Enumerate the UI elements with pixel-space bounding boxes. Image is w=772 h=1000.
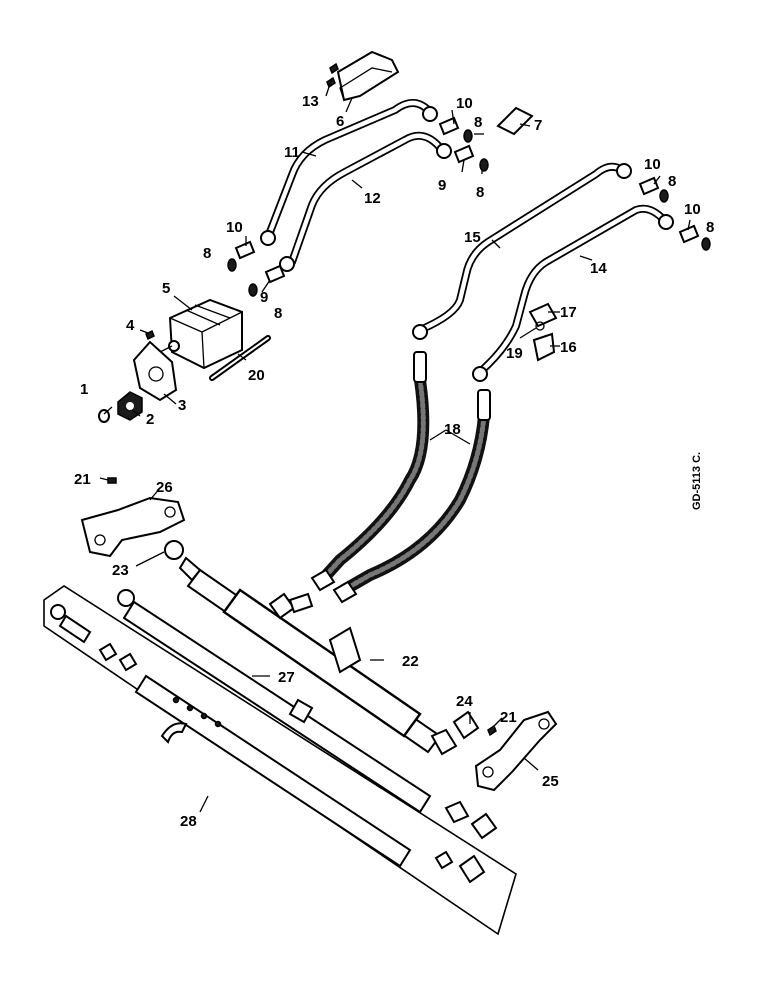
callout-7: 7 [534, 117, 542, 134]
callouts: 1 2 3 4 5 6 7 8 8 8 8 8 8 9 9 10 10 10 1… [74, 93, 714, 830]
callout-12: 12 [364, 190, 381, 207]
drawing-code: GD-5113 C. [691, 452, 703, 510]
callout-10: 10 [226, 219, 243, 236]
callout-4: 4 [126, 317, 135, 334]
callout-8: 8 [203, 245, 211, 262]
callout-16: 16 [560, 339, 577, 356]
hydraulic-cylinder [164, 540, 480, 756]
pipe-11 [260, 99, 438, 246]
union-fittings-lower [227, 240, 286, 297]
steering-arm-right [474, 710, 558, 792]
callout-25: 25 [542, 773, 559, 790]
callout-17: 17 [560, 304, 577, 321]
callout-21: 21 [500, 709, 517, 726]
callout-14: 14 [590, 260, 607, 277]
callout-18: 18 [444, 421, 461, 438]
callout-11: 11 [284, 144, 300, 161]
callout-28: 28 [180, 813, 197, 830]
callout-19: 19 [506, 345, 523, 362]
callout-26: 26 [156, 479, 173, 496]
union-fittings-right [638, 176, 711, 251]
callout-8: 8 [706, 219, 714, 236]
callout-22: 22 [402, 653, 419, 670]
callout-1: 1 [80, 381, 88, 398]
top-bracket [336, 50, 400, 102]
tie-rod [117, 589, 498, 840]
drive-shaft [209, 335, 271, 381]
callout-27: 27 [278, 669, 295, 686]
washer [98, 409, 110, 423]
kit-box [43, 585, 517, 936]
callout-8: 8 [668, 173, 676, 190]
callout-21: 21 [74, 471, 91, 488]
drive-nut [117, 391, 143, 421]
gasket-flange [132, 340, 178, 402]
callout-10: 10 [644, 156, 661, 173]
callout-8: 8 [474, 114, 482, 131]
callout-3: 3 [178, 397, 186, 414]
callout-9: 9 [438, 177, 446, 194]
mounting-plate [496, 106, 534, 136]
pipe-14 [472, 204, 674, 382]
callout-8: 8 [476, 184, 484, 201]
callout-23: 23 [112, 562, 129, 579]
steering-arm-left [80, 477, 186, 558]
bracket-screws [326, 62, 339, 89]
callout-15: 15 [464, 229, 481, 246]
callout-8: 8 [274, 305, 282, 322]
clip-brackets [528, 302, 558, 362]
pipe-15 [412, 162, 632, 340]
callout-6: 6 [336, 113, 344, 130]
callout-2: 2 [146, 411, 154, 428]
pump-body [159, 298, 243, 370]
callout-13: 13 [302, 93, 319, 110]
callout-9: 9 [260, 289, 268, 306]
pipe-12 [279, 131, 452, 272]
leader-lines [99, 77, 691, 813]
hoses [310, 351, 491, 604]
callout-24: 24 [456, 693, 473, 710]
callout-5: 5 [162, 280, 170, 297]
callout-10: 10 [456, 95, 473, 112]
callout-20: 20 [248, 367, 265, 384]
callout-10: 10 [684, 201, 701, 218]
